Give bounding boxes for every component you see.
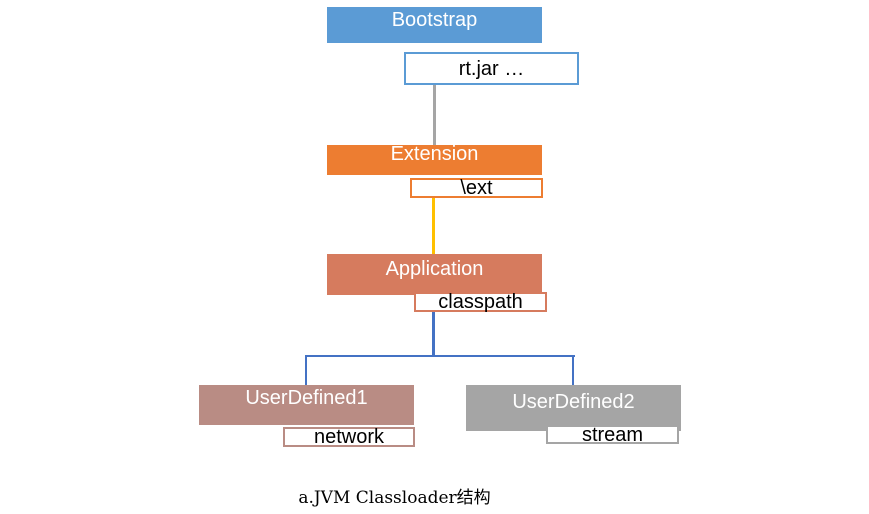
application-node: Application [327,254,542,295]
extension-node: Extension [327,143,542,175]
bootstrap-node: Bootstrap [327,7,542,43]
extension-label: Extension [390,143,479,165]
userdefined2-node: UserDefined2 [466,385,681,431]
extension-tag: \ext [410,177,543,199]
userdefined2-tag: stream [546,423,679,446]
userdefined2-tag-text: stream [581,423,644,446]
userdefined1-label: UserDefined1 [245,387,368,409]
application-tag-text: classpath [438,291,523,313]
application-label: Application [385,258,484,280]
userdefined1-node: UserDefined1 [199,385,414,425]
application-tag: classpath [414,291,547,313]
edge-children-bar [305,355,575,357]
userdefined1-tag: network [283,426,415,448]
bootstrap-label: Bootstrap [391,9,478,31]
caption-text: a.JVM Classloader结构 [298,488,491,508]
bootstrap-tag: rt.jar … [404,52,579,85]
edge-application-trunk [432,311,435,356]
edge-to-userdefined2 [572,355,574,385]
edge-to-userdefined1 [305,355,307,385]
userdefined1-tag-text: network [313,426,385,448]
figure-caption: a.JVM Classloader结构 [0,483,869,508]
userdefined2-label: UserDefined2 [512,391,635,413]
extension-tag-text: \ext [460,177,493,199]
edge-bootstrap-extension [433,84,436,145]
edge-extension-application [432,198,435,254]
bootstrap-tag-text: rt.jar … [458,57,525,80]
